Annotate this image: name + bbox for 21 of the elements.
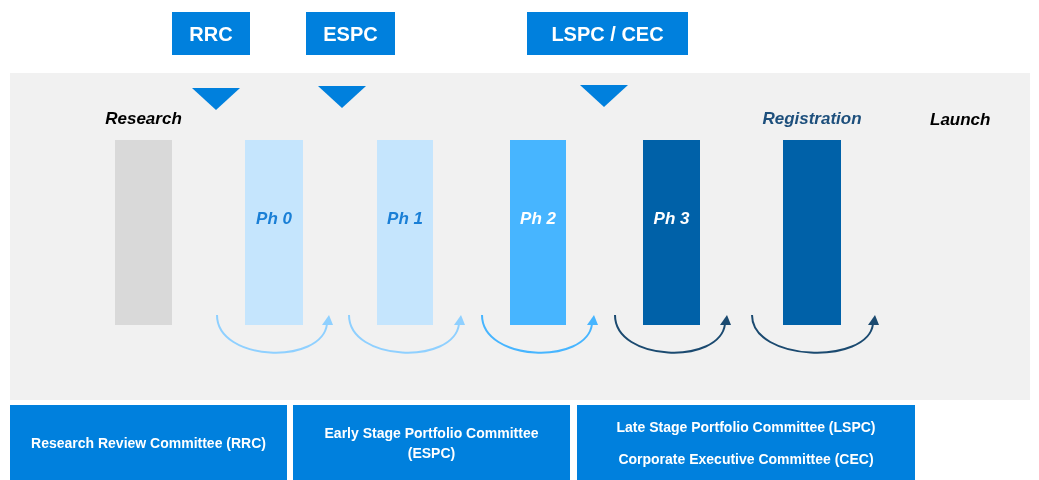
stage-label: Registration	[762, 108, 862, 130]
committee-name: Research Review Committee (RRC)	[31, 433, 266, 453]
phase-bar	[245, 140, 303, 325]
committee-name: Late Stage Portfolio Committee (LSPC)	[616, 417, 876, 437]
phase-label: Ph 2	[519, 208, 557, 230]
committee-tag: ESPC	[306, 12, 395, 55]
committee-tag: RRC	[172, 12, 250, 55]
committee-name: Early Stage Portfolio Committee (ESPC)	[323, 423, 540, 463]
committee-name: Corporate Executive Committee (CEC)	[618, 449, 874, 469]
stage-label: Launch	[930, 109, 991, 131]
phase-bar	[643, 140, 700, 325]
phase-bar	[377, 140, 433, 325]
committee-box	[10, 405, 287, 480]
phase-label: Ph 0	[255, 208, 293, 230]
committee-box	[293, 405, 570, 480]
phase-label: Ph 1	[386, 208, 424, 230]
committee-tag: LSPC / CEC	[527, 12, 688, 55]
stage-label: Research	[105, 108, 182, 130]
phase-label: Ph 3	[652, 208, 691, 230]
committee-box	[577, 405, 915, 480]
phase-bar	[510, 140, 566, 325]
